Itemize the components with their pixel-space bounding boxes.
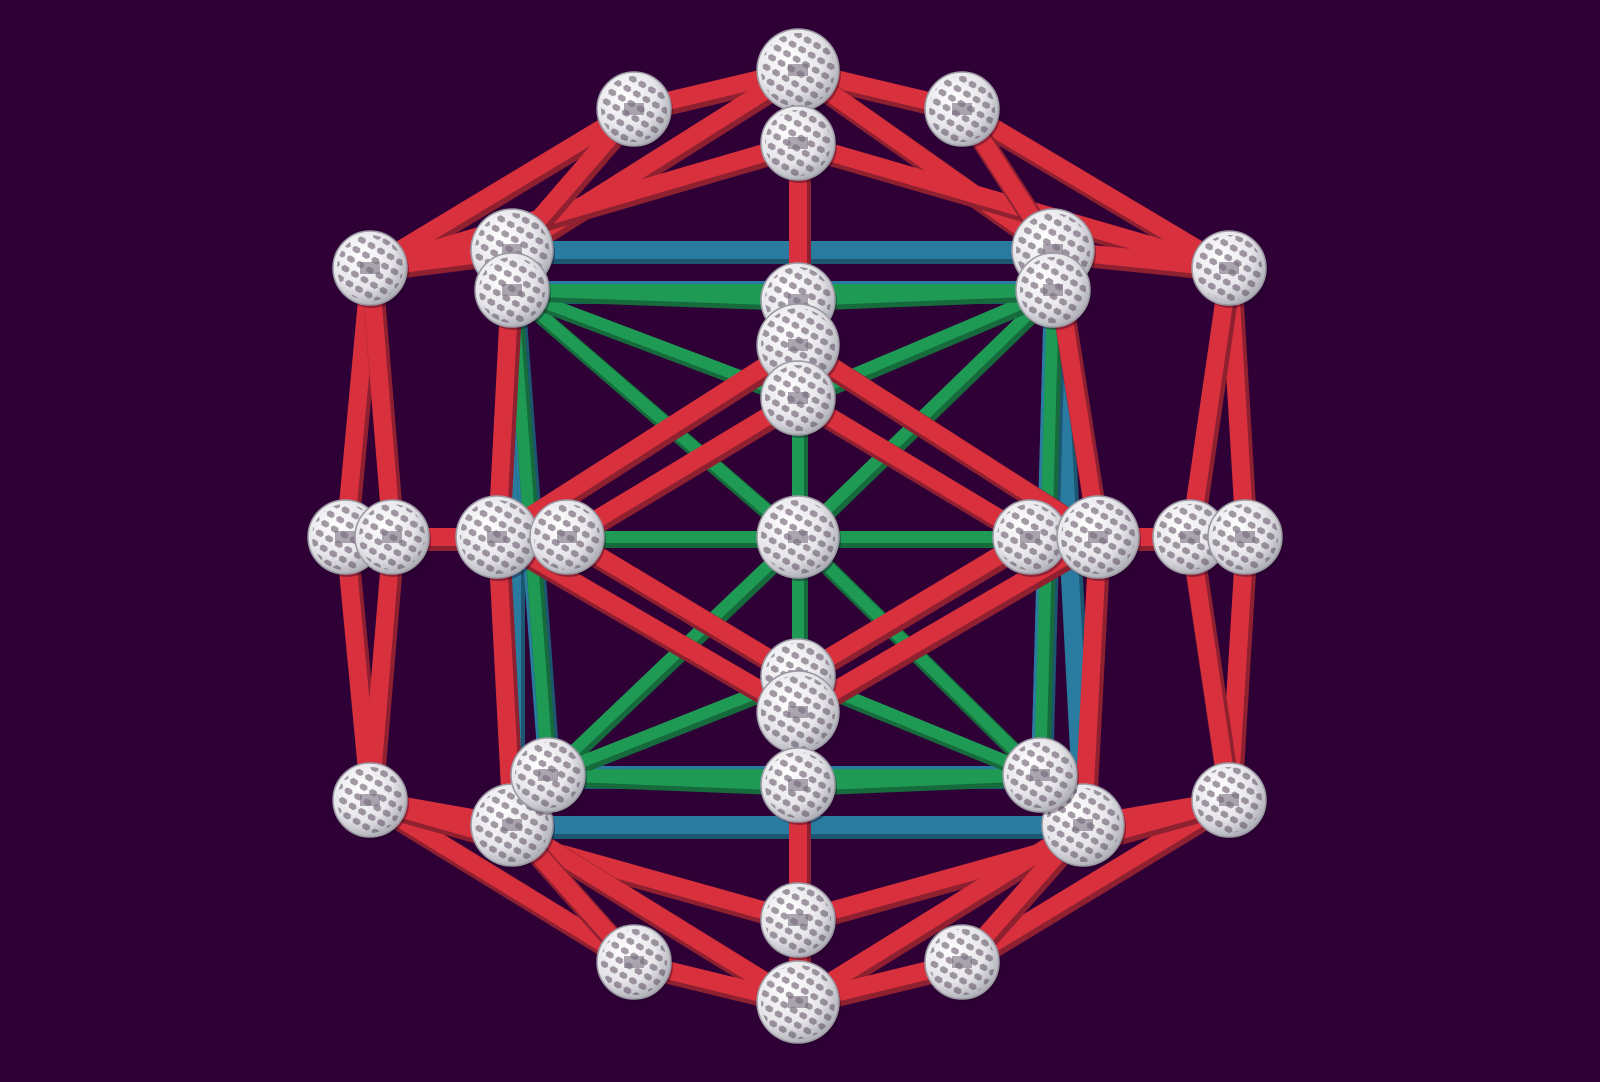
red-strut [361, 267, 401, 538]
red-strut [793, 817, 1088, 1010]
zome-balls [307, 28, 1284, 1046]
zome-ball-icon [760, 360, 837, 438]
zome-ball-icon [760, 105, 837, 183]
zome-ball-icon [510, 737, 587, 815]
red-strut [1181, 266, 1238, 539]
red-strut [792, 62, 1059, 258]
zome-ball-icon [1015, 252, 1092, 330]
green-strut [797, 769, 1041, 791]
zome-ball-icon [1191, 230, 1268, 308]
green-strut [543, 532, 803, 780]
zome-ball-icon [529, 499, 606, 577]
zome-ball-icon [1191, 762, 1268, 840]
zome-ball-icon [1002, 737, 1079, 815]
red-strut [365, 792, 639, 970]
red-strut [367, 134, 801, 277]
zome-ball-icon [756, 28, 841, 114]
green-strut [547, 769, 799, 791]
red-strut [793, 529, 1035, 684]
red-strut [361, 536, 401, 801]
zome-ball-icon [756, 960, 841, 1046]
red-strut [793, 390, 1035, 545]
zome-ball-icon [992, 499, 1069, 577]
zome-ball-icon [332, 762, 409, 840]
zome-ball-icon [455, 495, 540, 581]
red-strut [1074, 536, 1107, 826]
green-strut [797, 284, 1054, 306]
zome-ball-icon [924, 71, 1001, 149]
zome-ball-icon [756, 495, 841, 581]
zome-ball-icon [332, 230, 409, 308]
zome-ball-icon [596, 71, 673, 149]
zome-ball-icon [924, 924, 1001, 1002]
zome-ball-icon [1056, 495, 1141, 581]
zome-ball-icon [760, 882, 837, 960]
red-strut [507, 817, 803, 1010]
zome-ball-icon [596, 924, 673, 1002]
zome-ball-icon [1207, 499, 1284, 577]
green-strut [511, 284, 799, 306]
red-strut [365, 101, 639, 276]
red-strut [562, 390, 803, 545]
zome-ball-icon [354, 499, 431, 577]
green-strut [793, 285, 1058, 542]
zome-ball-icon [756, 670, 841, 756]
zome-ball-icon [760, 747, 837, 825]
red-strut [488, 536, 521, 826]
green-strut [508, 285, 802, 542]
red-strut [957, 101, 1234, 276]
zome-ball-icon [474, 252, 551, 330]
red-strut [1181, 535, 1238, 802]
red-strut [562, 529, 803, 684]
zome-ball-icon [1152, 499, 1229, 577]
